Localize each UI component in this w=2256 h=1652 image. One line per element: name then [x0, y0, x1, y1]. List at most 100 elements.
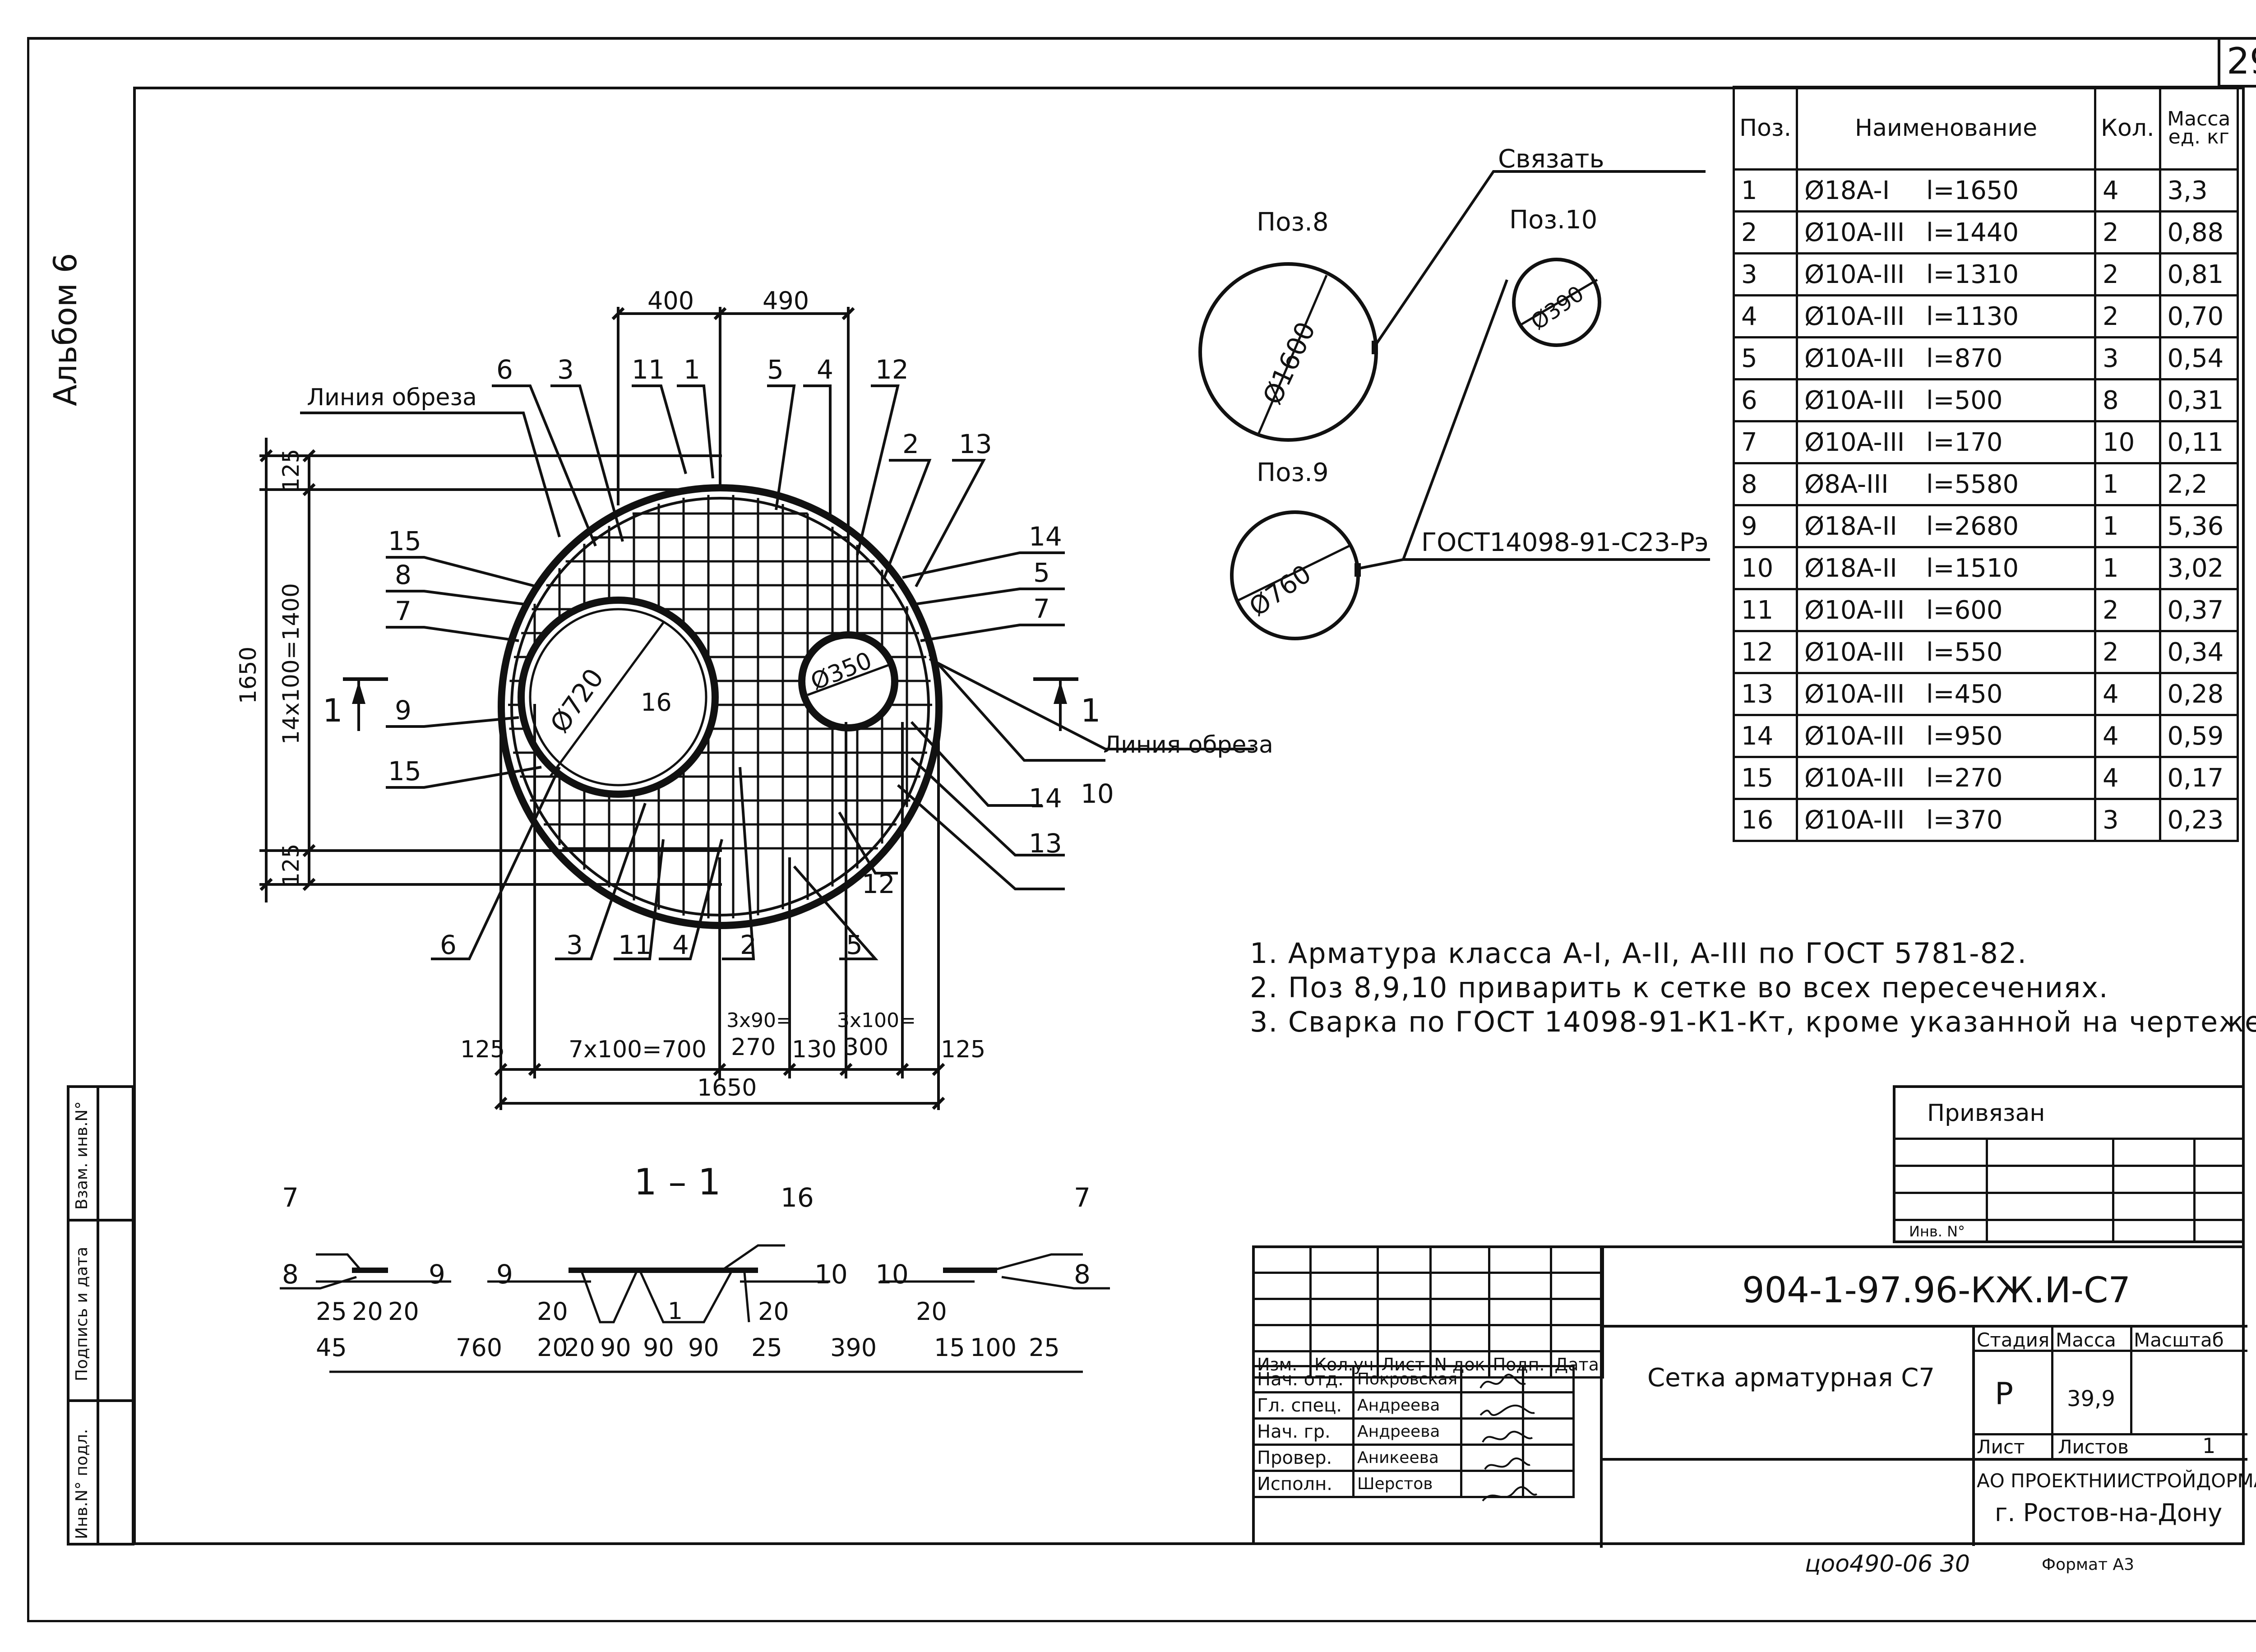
cut-line-left-label: Линия обреза: [307, 384, 477, 411]
spec-bar-grade: Ø18A-II: [1804, 511, 1897, 541]
organization: АО ПРОЕКТНИИСТРОЙДОРМАШ: [1977, 1470, 2256, 1492]
dim-top-490: 490: [763, 287, 809, 315]
sheet-outer-border: [27, 1620, 2256, 1622]
spec-header-pos: Поз.: [1732, 86, 1798, 171]
note-2: 2. Поз 8,9,10 приварить к сетке во всех …: [1250, 971, 2109, 1004]
callout-bottom-11: 11: [618, 930, 652, 960]
spec-cell-pos: 15: [1732, 756, 1798, 800]
spec-cell-mass: 3,02: [2159, 546, 2239, 590]
spec-cell-qty: 4: [2094, 672, 2161, 716]
sheet-label: Лист: [1977, 1436, 2025, 1458]
people-name: Андреева: [1352, 1391, 1463, 1420]
spec-header-mass: Масса ед. кг: [2159, 86, 2239, 171]
people-row: Нач. гр.Андреева: [1252, 1417, 1575, 1446]
ring-pos9-label: Поз.9: [1257, 458, 1329, 487]
spec-cell-pos: 8: [1732, 462, 1798, 506]
people-role: Исполн.: [1252, 1470, 1355, 1498]
spec-cell-pos: 2: [1732, 210, 1798, 255]
people-signature: [1460, 1365, 1525, 1393]
spec-bar-length: l=1130: [1926, 301, 2019, 331]
spec-cell-mass: 0,59: [2159, 714, 2239, 758]
spec-cell-pos: 16: [1732, 798, 1798, 842]
spec-cell-pos: 5: [1732, 336, 1798, 380]
callout-top-4: 4: [817, 354, 833, 385]
spec-cell-mass: 0,23: [2159, 798, 2239, 842]
dim-bottom-130: 130: [792, 1036, 837, 1063]
spec-cell-mass: 0,70: [2159, 294, 2239, 338]
attached-stamp-inv: Инв. N°: [1909, 1223, 1965, 1240]
spec-cell-mass: 0,11: [2159, 420, 2239, 464]
cut-line-right-label: Линия обреза: [1103, 731, 1273, 759]
spec-cell-pos: 4: [1732, 294, 1798, 338]
people-role: Нач. гр.: [1252, 1417, 1355, 1446]
spec-cell-pos: 12: [1732, 630, 1798, 674]
spec-cell-qty: 4: [2094, 168, 2161, 213]
mass-label: Масса: [2056, 1329, 2116, 1351]
note-1: 1. Арматура класса A-I, A-II, A-III по Г…: [1250, 937, 2028, 970]
section-dim-label: 25: [316, 1297, 347, 1326]
side-stamp: Взам. инв.N° Подпись и дата Инв.N° подл.: [67, 1085, 134, 1546]
spec-bar-grade: Ø10A-III: [1804, 217, 1905, 247]
spec-cell-qty: 1: [2094, 462, 2161, 506]
people-row: Нач. отд.Покровская: [1252, 1365, 1575, 1393]
spec-bar-length: l=600: [1926, 595, 2003, 625]
callout-left-9: 9: [395, 695, 411, 726]
spec-bar-grade: Ø10A-III: [1804, 301, 1905, 331]
callout-right-7: 7: [1033, 593, 1050, 624]
spec-cell-mass: 0,31: [2159, 378, 2239, 422]
notes: 1. Арматура класса A-I, A-II, A-III по Г…: [1250, 936, 2256, 1039]
people-name: Покровская: [1352, 1365, 1463, 1393]
people-signature: [1460, 1444, 1525, 1472]
spec-cell-mass: 2,2: [2159, 462, 2239, 506]
section-mark-left: 1: [323, 692, 343, 729]
section-dim-label: 90: [600, 1333, 631, 1362]
sheets-label: Листов: [2058, 1436, 2129, 1458]
spec-cell-qty: 1: [2094, 546, 2161, 590]
callout-bottom-2: 2: [740, 930, 757, 960]
section-label-16: 16: [781, 1182, 814, 1213]
section-mark-right: 1: [1081, 692, 1101, 729]
people-role: Провер.: [1252, 1444, 1355, 1472]
spec-bar-length: l=2680: [1926, 511, 2019, 541]
callout-left-7: 7: [395, 596, 411, 626]
section-label-9a: 9: [429, 1259, 445, 1290]
section-dim-label: 25: [751, 1333, 782, 1362]
spec-bar-grade: Ø18A-I: [1804, 176, 1890, 205]
spec-cell-pos: 7: [1732, 420, 1798, 464]
spec-cell-pos: 11: [1732, 588, 1798, 632]
spec-bar-grade: Ø10A-III: [1804, 259, 1905, 289]
spec-bar-grade: Ø10A-III: [1804, 595, 1905, 625]
page-number-box: [2218, 37, 2256, 88]
dim-top-400: 400: [647, 287, 694, 315]
spec-bar-length: l=1510: [1926, 553, 2019, 583]
callout-bottom-6: 6: [440, 930, 457, 960]
sheets-value: 1: [2202, 1434, 2216, 1458]
callout-left-8: 8: [395, 560, 411, 590]
callout-right-12: 12: [862, 869, 895, 899]
people-date: [1522, 1391, 1575, 1420]
pos-16-label: 16: [641, 688, 672, 717]
dim-bottom-270: 270: [731, 1034, 776, 1061]
section-label-1: 1: [668, 1298, 683, 1325]
spec-bar-grade: Ø10A-III: [1804, 805, 1905, 835]
spec-cell-qty: 2: [2094, 630, 2161, 674]
people-date: [1522, 1444, 1575, 1472]
spec-bar-grade: Ø10A-III: [1804, 385, 1905, 415]
callout-left-15: 15: [388, 526, 421, 556]
spec-cell-mass: 0,54: [2159, 336, 2239, 380]
spec-bar-grade: Ø10A-III: [1804, 763, 1905, 793]
signatures: [1479, 1374, 1538, 1502]
spec-cell-name: Ø10A-III l=1130: [1796, 294, 2097, 338]
callout-top-11: 11: [632, 354, 665, 385]
callout-right-14b: 14: [1029, 783, 1062, 814]
spec-header-name: Наименование: [1796, 86, 2097, 171]
weld-label: ГОСТ14098-91-С23-Рэ: [1421, 528, 1709, 557]
